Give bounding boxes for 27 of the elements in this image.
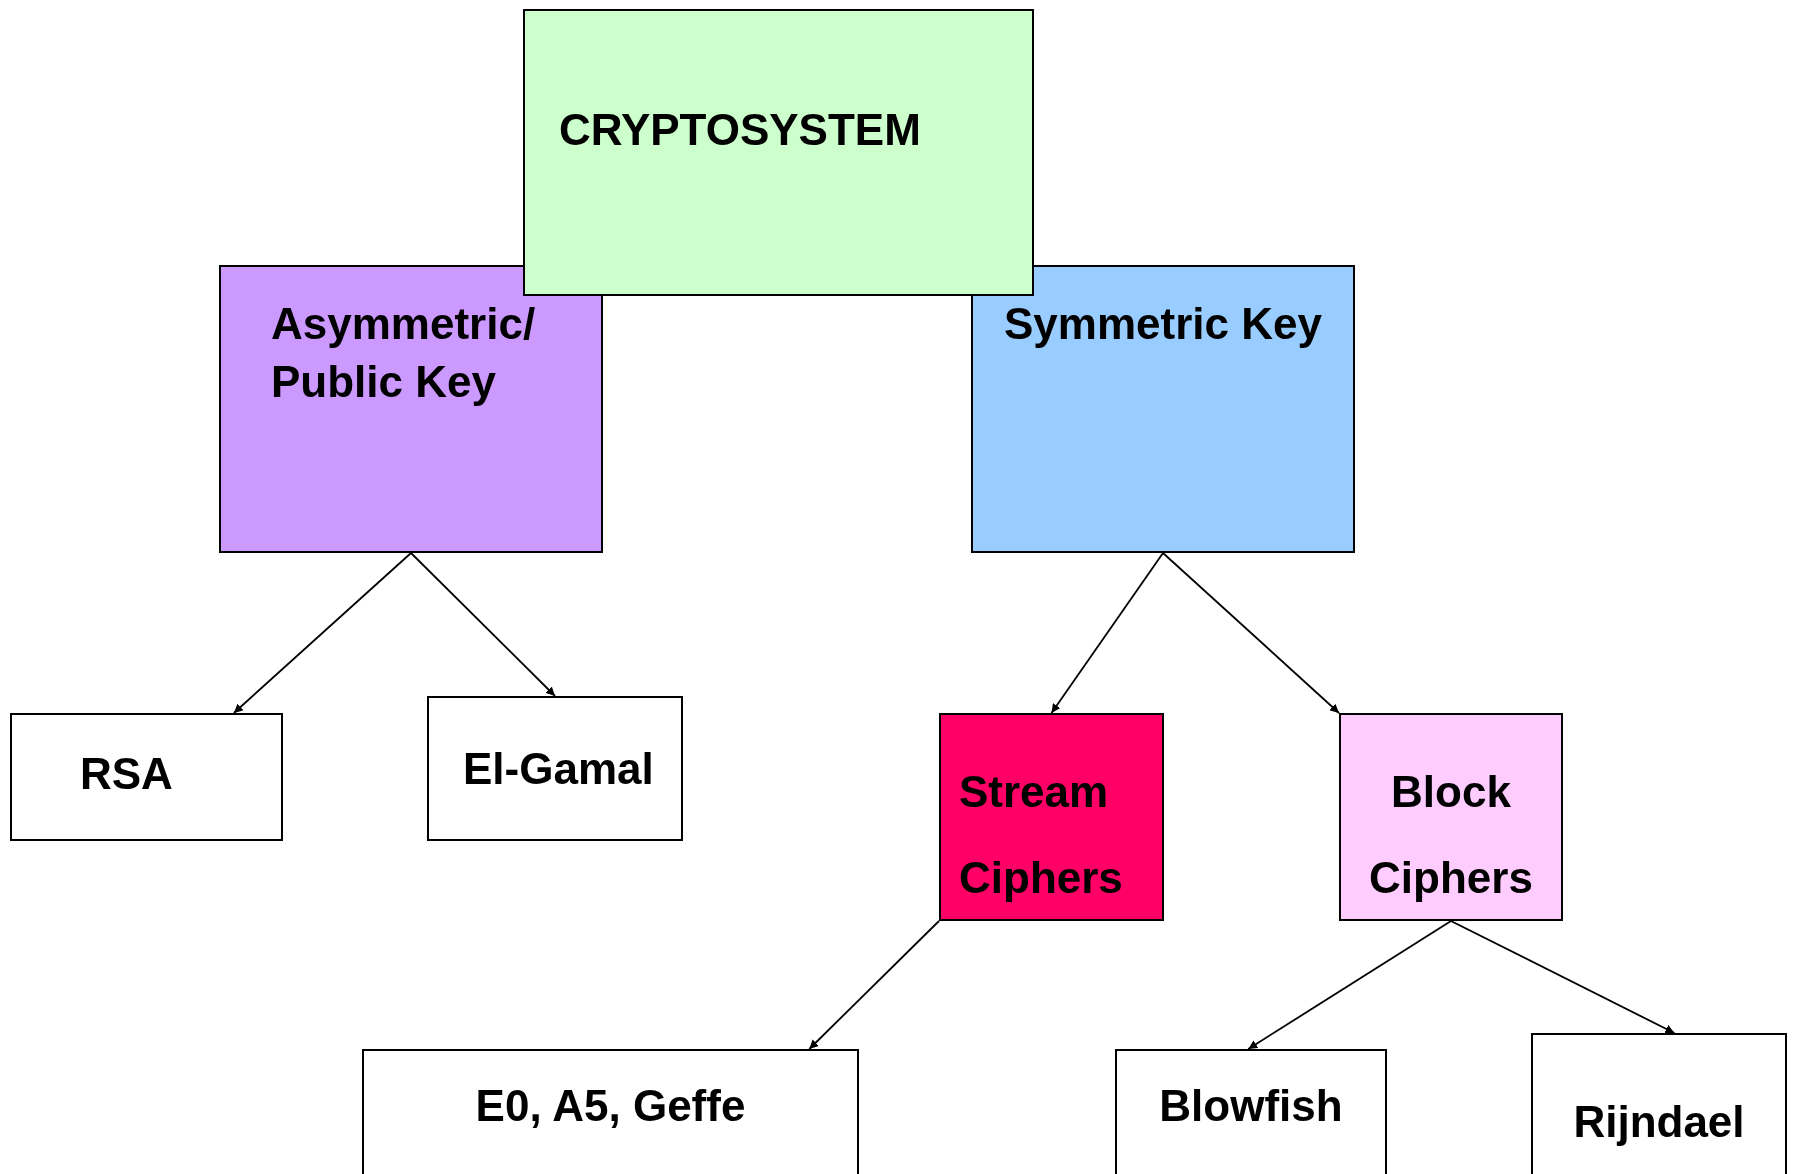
category-box [939,713,1164,921]
box-label: Symmetric Key [1004,298,1322,350]
arrow [232,552,412,714]
box-label: El-Gamal [463,743,654,795]
arrow [410,552,556,697]
category-box [219,265,603,553]
arrow [1162,552,1340,714]
category-box [1531,1033,1787,1174]
category-box [1115,1049,1387,1174]
arrow [1050,552,1164,714]
category-box [523,9,1034,296]
arrow [808,920,940,1050]
box-label: E0, A5, Geffe [475,1080,746,1132]
category-box [971,265,1355,553]
box-label: Rijndael [1573,1096,1745,1148]
box-label: Asymmetric/ Public Key [271,298,537,408]
box-label: RSA [80,748,173,800]
box-label: Block Ciphers [1368,766,1534,904]
category-box [1339,713,1563,921]
category-box [427,696,683,841]
box-label: Stream Ciphers [959,766,1124,904]
arrow [1247,920,1452,1050]
category-box [362,1049,859,1174]
arrow [1450,920,1676,1034]
box-label: CRYPTOSYSTEM [559,104,921,156]
category-box [10,713,283,841]
box-label: Blowfish [1159,1080,1343,1132]
